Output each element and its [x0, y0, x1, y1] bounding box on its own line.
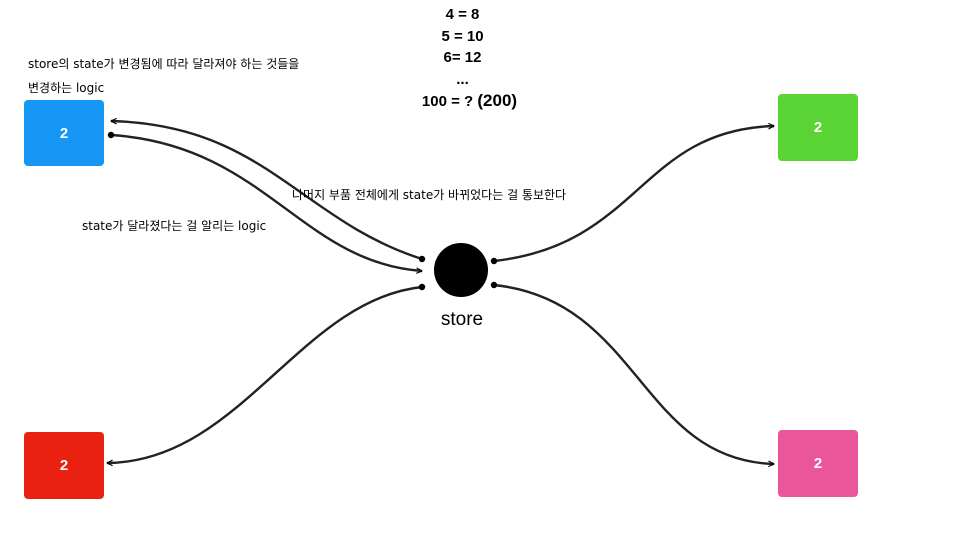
- formula-line: 6= 12: [443, 49, 482, 66]
- store-label: store: [440, 309, 484, 330]
- note-notify-logic: state가 달라졌다는 걸 알리는 logic: [82, 219, 267, 233]
- formula-line: 4 = 8: [445, 6, 480, 23]
- formula-line: ...: [456, 70, 469, 88]
- formula-block: 4 = 8 5 = 10 6= 12 ... 100 = ? (200): [400, 4, 525, 113]
- wire-store-to-pink: [493, 283, 774, 464]
- wire-dot: [490, 281, 498, 289]
- wire-store-to-green: [493, 126, 774, 263]
- formula-line-question: 100 = ? (200): [407, 90, 532, 113]
- component-node-red[interactable]: 2: [24, 432, 104, 499]
- component-node-green[interactable]: 2: [778, 94, 858, 161]
- node-label: 2: [59, 124, 69, 142]
- wire-dot: [418, 283, 426, 291]
- node-label: 2: [813, 455, 823, 472]
- formula-question: 100 = ?: [421, 93, 474, 110]
- note-line: 변경하는 logic: [28, 81, 105, 95]
- wire-store-to-red: [107, 285, 423, 463]
- wire-dot: [490, 257, 498, 265]
- wire-dot: [107, 131, 115, 139]
- wire-store-to-blue: [111, 121, 423, 261]
- wire-dot: [418, 255, 426, 263]
- wire-blue-to-store: [110, 133, 422, 271]
- note-update-logic: store의 state가 변경됨에 따라 달라져야 하는 것들을 변경하는 l…: [28, 52, 299, 100]
- note-broadcast: 나머지 부품 전체에게 state가 바뀌었다는 걸 통보한다: [292, 188, 567, 202]
- node-label: 2: [813, 119, 823, 136]
- node-label: 2: [59, 457, 69, 474]
- store-node[interactable]: [434, 243, 488, 297]
- formula-answer: (200): [477, 91, 518, 110]
- component-node-pink[interactable]: 2: [778, 430, 858, 497]
- note-line: store의 state가 변경됨에 따라 달라져야 하는 것들을: [28, 57, 300, 71]
- formula-line: 5 = 10: [441, 27, 484, 45]
- component-node-blue[interactable]: 2: [24, 100, 104, 166]
